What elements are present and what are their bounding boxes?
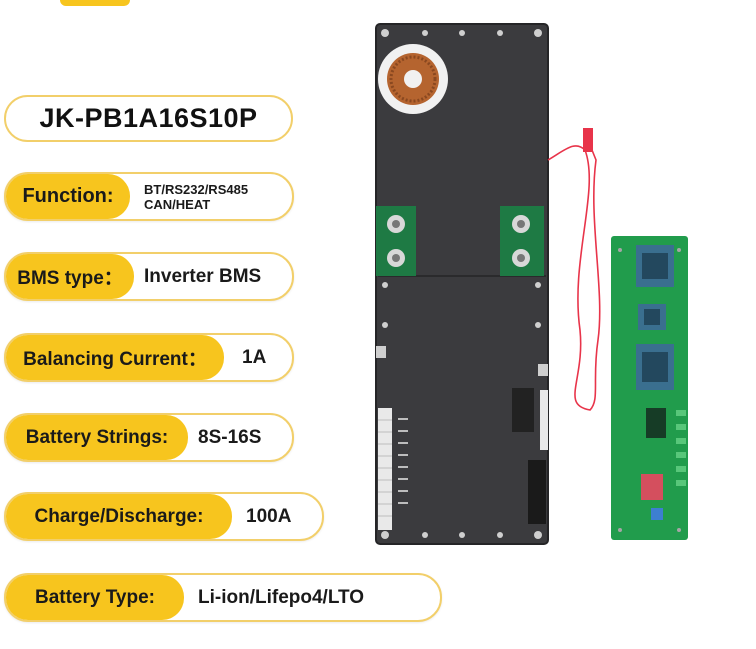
spec-value-battery-type: Li-ion/Lifepo4/LTO <box>198 586 365 608</box>
red-wire-image <box>547 128 601 411</box>
spec-bms-type: BMS type： Inverter BMS <box>4 252 294 301</box>
spec-function: Function: BT/RS232/RS485 CAN/HEAT <box>4 172 294 221</box>
communication-pcb-image <box>611 236 688 540</box>
spec-balancing-current: Balancing Current： 1A <box>4 333 294 382</box>
spec-battery-strings: Battery Strings: 8S-16S <box>4 413 294 462</box>
spec-charge-discharge: Charge/Discharge: 100A <box>4 492 324 541</box>
model-title: JK-PB1A16S10P <box>4 95 293 142</box>
spec-label-charge-discharge: Charge/Discharge: <box>6 494 232 539</box>
spec-label-bms-type: BMS type： <box>6 254 134 299</box>
spec-label-battery-strings: Battery Strings: <box>6 415 188 460</box>
top-accent-bar <box>60 0 130 6</box>
spec-value-charge-discharge: 100A <box>246 505 292 527</box>
bms-board-image <box>375 23 549 545</box>
spec-label-function: Function: <box>6 174 130 219</box>
spec-value-balancing-current: 1A <box>242 346 267 368</box>
spec-battery-type: Battery Type: Li-ion/Lifepo4/LTO <box>4 573 442 622</box>
spec-value-bms-type: Inverter BMS <box>144 265 262 287</box>
spec-value-function-line1: BT/RS232/RS485 <box>144 181 249 197</box>
spec-label-battery-type: Battery Type: <box>6 575 184 620</box>
spec-label-balancing-current: Balancing Current： <box>6 335 224 380</box>
spec-value-battery-strings: 8S-16S <box>198 426 262 448</box>
spec-value-function-line2: CAN/HEAT <box>144 196 211 212</box>
spec-value-function: BT/RS232/RS485 CAN/HEAT <box>144 174 248 219</box>
